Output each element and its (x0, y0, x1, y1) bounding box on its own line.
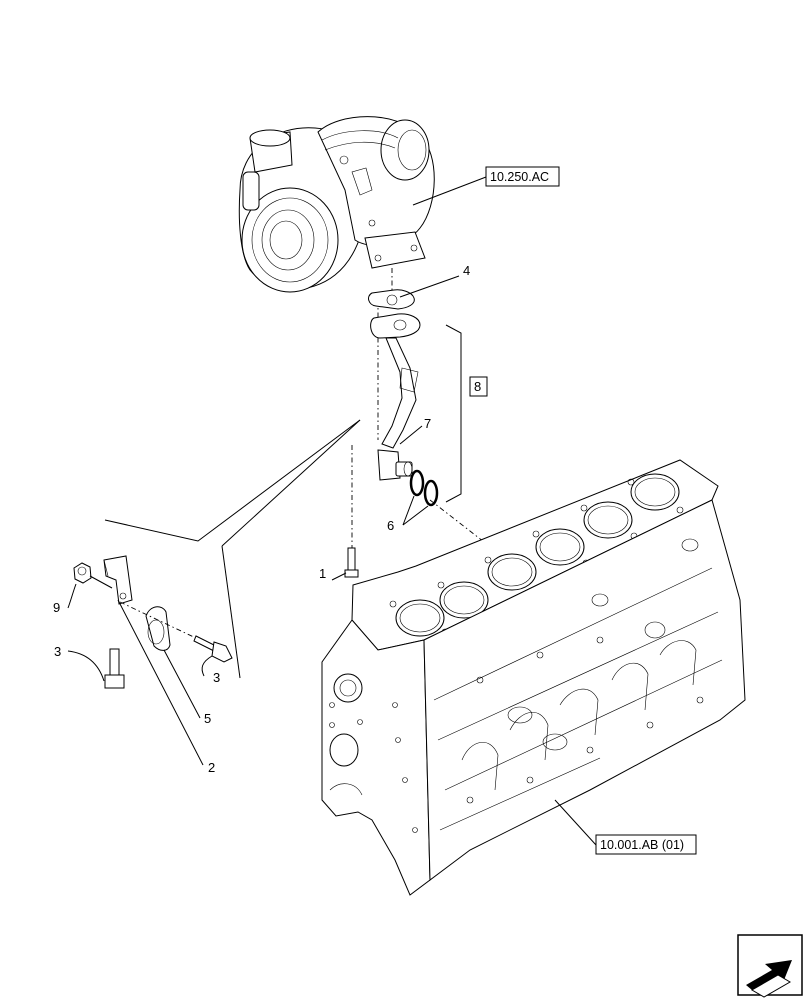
callout-4: 4 (463, 263, 470, 278)
arrow-next-page-icon[interactable] (737, 934, 803, 998)
reference-turbo-label: 10.250.AC (490, 170, 549, 184)
engine-block-drawing (321, 459, 746, 896)
callout-3b: 3 (213, 670, 220, 685)
nut-part-9 (73, 562, 92, 584)
oil-drain-pipe (370, 313, 421, 481)
callout-box-8: 8 (469, 376, 488, 397)
callout-3a: 3 (54, 644, 61, 659)
callout-7: 7 (424, 416, 431, 431)
bolt-part-3-right (193, 635, 233, 663)
gasket-part (368, 289, 415, 310)
reference-block-label: 10.001.AB (01) (600, 838, 684, 852)
clamp-part-5 (145, 606, 171, 651)
callout-6: 6 (387, 518, 394, 533)
callout-9: 9 (53, 600, 60, 615)
bolt-part-3-left (104, 648, 125, 689)
callout-1: 1 (319, 566, 326, 581)
callout-2: 2 (208, 760, 215, 775)
reference-box-turbo[interactable]: 10.250.AC (485, 166, 560, 187)
bracket-part-2 (103, 555, 133, 605)
callout-5: 5 (204, 711, 211, 726)
turbocharger-drawing (238, 116, 435, 293)
bolt-part-1 (344, 547, 359, 578)
o-rings (409, 469, 439, 507)
callout-8: 8 (474, 379, 481, 394)
reference-box-block[interactable]: 10.001.AB (01) (595, 834, 697, 855)
